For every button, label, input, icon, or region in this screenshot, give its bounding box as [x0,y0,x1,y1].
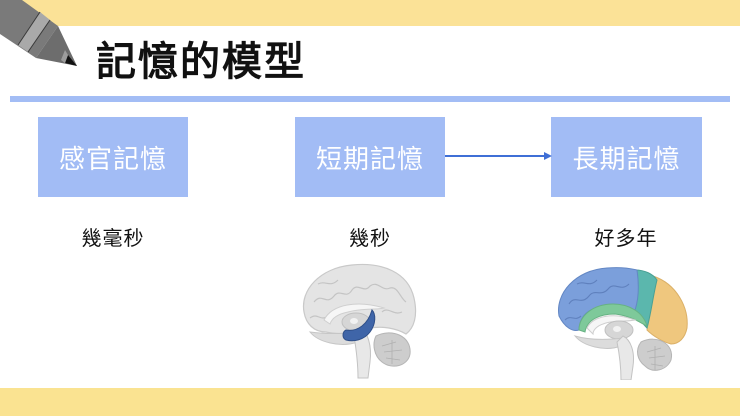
brain-cortex-illustration [558,267,688,380]
stage-duration-short-term: 幾秒 [349,226,391,250]
arrow-right-icon [445,152,552,160]
stage-duration-long-term: 好多年 [594,226,658,250]
pencil-icon [0,0,77,66]
brain-hippocampus-illustration [302,263,417,379]
title-underline [10,96,730,102]
stage-box-long-term-memory: 長期記憶 [551,117,702,197]
slide-title: 記憶的模型 [96,39,306,85]
stage-label: 長期記憶 [572,144,681,175]
stage-box-sensory-memory: 感官記憶 [38,117,188,197]
stage-box-short-term-memory: 短期記憶 [295,117,445,197]
stage-label: 短期記憶 [315,144,424,175]
stage-duration-sensory: 幾毫秒 [81,226,145,250]
bottom-decorative-band [0,388,740,416]
stage-label: 感官記憶 [58,144,167,175]
top-decorative-band [0,0,740,26]
